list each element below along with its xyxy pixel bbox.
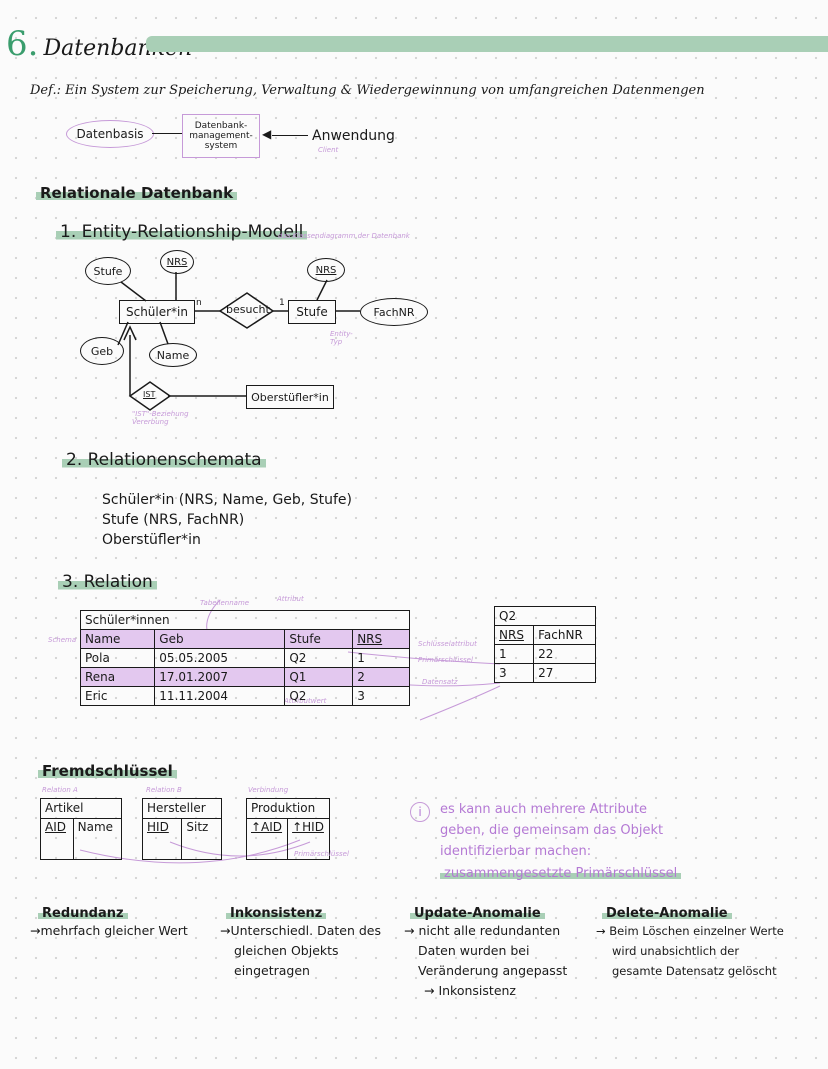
attr-name-ellipse: Name <box>149 343 197 367</box>
artikel-note: Relation A <box>42 786 78 794</box>
table-name: Schüler*innen <box>80 610 410 630</box>
relation-besucht-label: besucht <box>226 303 270 316</box>
table-row: Pola 05.05.2005 Q2 1 <box>79 648 410 668</box>
info-line-1: es kann auch mehrere Attribute <box>440 802 648 817</box>
fk-note-primaerschluessel: Primärschlüssel <box>294 850 349 858</box>
relational-heading: Relationale Datenbank <box>36 184 238 202</box>
arrow-line <box>272 135 308 136</box>
info-line-3: identifizierbar machen: <box>440 844 592 859</box>
cardinality-n: n <box>196 298 202 308</box>
title-underline-bar <box>146 36 828 52</box>
attr-stufe-ellipse: Stufe <box>85 257 131 285</box>
attr-nrs-top-ellipse: NRS <box>160 250 194 274</box>
schueler-table: Schüler*innen Name Geb Stufe NRS Pola 05… <box>79 610 410 706</box>
table-row: Eric 11.11.2004 Q2 3 <box>79 686 410 706</box>
entity-stufe-box: Stufe <box>288 300 336 324</box>
q2-table: Q2 NRS FachNR 1 22 3 27 <box>493 606 596 683</box>
er-heading: 1. Entity-Relationship-Modell <box>56 222 308 242</box>
client-note: Client <box>318 146 339 154</box>
table-row: 1 22 <box>493 644 596 664</box>
col-header: NRS <box>352 629 410 649</box>
datenbasis-label: Datenbasis <box>76 127 144 141</box>
col-header: Name <box>79 629 156 649</box>
note-schluesselattribut: Schlüsselattribut <box>418 640 477 648</box>
note-attribut: Attribut <box>277 595 304 603</box>
schema-line-1: Schüler*in (NRS, Name, Geb, Stufe) <box>102 492 352 508</box>
note-tabellenname: Tabellenname <box>200 599 250 607</box>
cardinality-1: 1 <box>279 298 285 308</box>
anwendung-label: Anwendung <box>312 128 395 144</box>
anomaly-update: Update-Anomalie → nicht alle redundanten… <box>404 906 568 998</box>
relation-heading: 3. Relation <box>58 572 157 592</box>
produktion-note: Verbindung <box>248 786 289 794</box>
dbms-box: Datenbank-management-system <box>182 114 260 158</box>
col-header: Geb <box>154 629 286 649</box>
link-line <box>152 133 182 134</box>
hersteller-note: Relation B <box>146 786 182 794</box>
isa-label: IST <box>143 390 156 399</box>
anomaly-redundanz: Redundanz →mehrfach gleicher Wert <box>30 906 188 938</box>
datenbasis-ellipse: Datenbasis <box>66 120 154 148</box>
anomaly-delete: Delete-Anomalie → Beim Löschen einzelner… <box>596 906 784 978</box>
entity-oberstufler-box: Oberstüfler*in <box>246 385 334 409</box>
entity-note: Entity-Typ <box>330 330 353 346</box>
schema-line-3: Oberstüfler*in <box>102 532 201 548</box>
schema-line-2: Stufe (NRS, FachNR) <box>102 512 245 528</box>
hersteller-table: Hersteller HID Sitz <box>141 798 222 861</box>
note-schema: Schema <box>48 636 77 644</box>
info-line-4: zusammengesetzte Primärschlüssel <box>440 866 682 881</box>
arrow-left-icon: ◀ <box>262 127 272 141</box>
isa-note: "IST"-Beziehung Vererbung <box>132 410 189 426</box>
attr-nrs-right-ellipse: NRS <box>307 258 345 282</box>
col-header: Stufe <box>284 629 354 649</box>
attr-geb-ellipse: Geb <box>80 337 124 365</box>
q2-table-name: Q2 <box>494 606 596 626</box>
table-row: 3 27 <box>493 663 596 683</box>
fremdschluessel-heading: Fremdschlüssel <box>38 762 177 780</box>
schemata-heading: 2. Relationenschemata <box>62 450 266 470</box>
produktion-table: Produktion ↑AID ↑HID <box>245 798 330 861</box>
er-note: das Klassendiagramm der Datenbank <box>278 232 410 240</box>
info-line-2: geben, die gemeinsam das Objekt <box>440 823 664 838</box>
info-icon: i <box>410 802 430 822</box>
note-datensatz: Datensatz <box>422 678 458 686</box>
table-header-row: Name Geb Stufe NRS <box>79 629 410 649</box>
attr-fachnr-ellipse: FachNR <box>360 298 428 326</box>
dbms-label: Datenbank-management-system <box>189 121 253 151</box>
table-row: Rena 17.01.2007 Q1 2 <box>79 667 410 687</box>
q2-header-row: NRS FachNR <box>493 625 596 645</box>
anomaly-inkonsistenz: Inkonsistenz →Unterschiedl. Daten des gl… <box>220 906 382 978</box>
note-primaerschluessel: Primärschlüssel <box>418 656 473 664</box>
definition-text: Def.: Ein System zur Speicherung, Verwal… <box>30 83 705 98</box>
artikel-table: Artikel AID Name <box>40 798 123 861</box>
title-number: 6. <box>6 24 39 64</box>
entity-schueler-box: Schüler*in <box>119 300 195 324</box>
